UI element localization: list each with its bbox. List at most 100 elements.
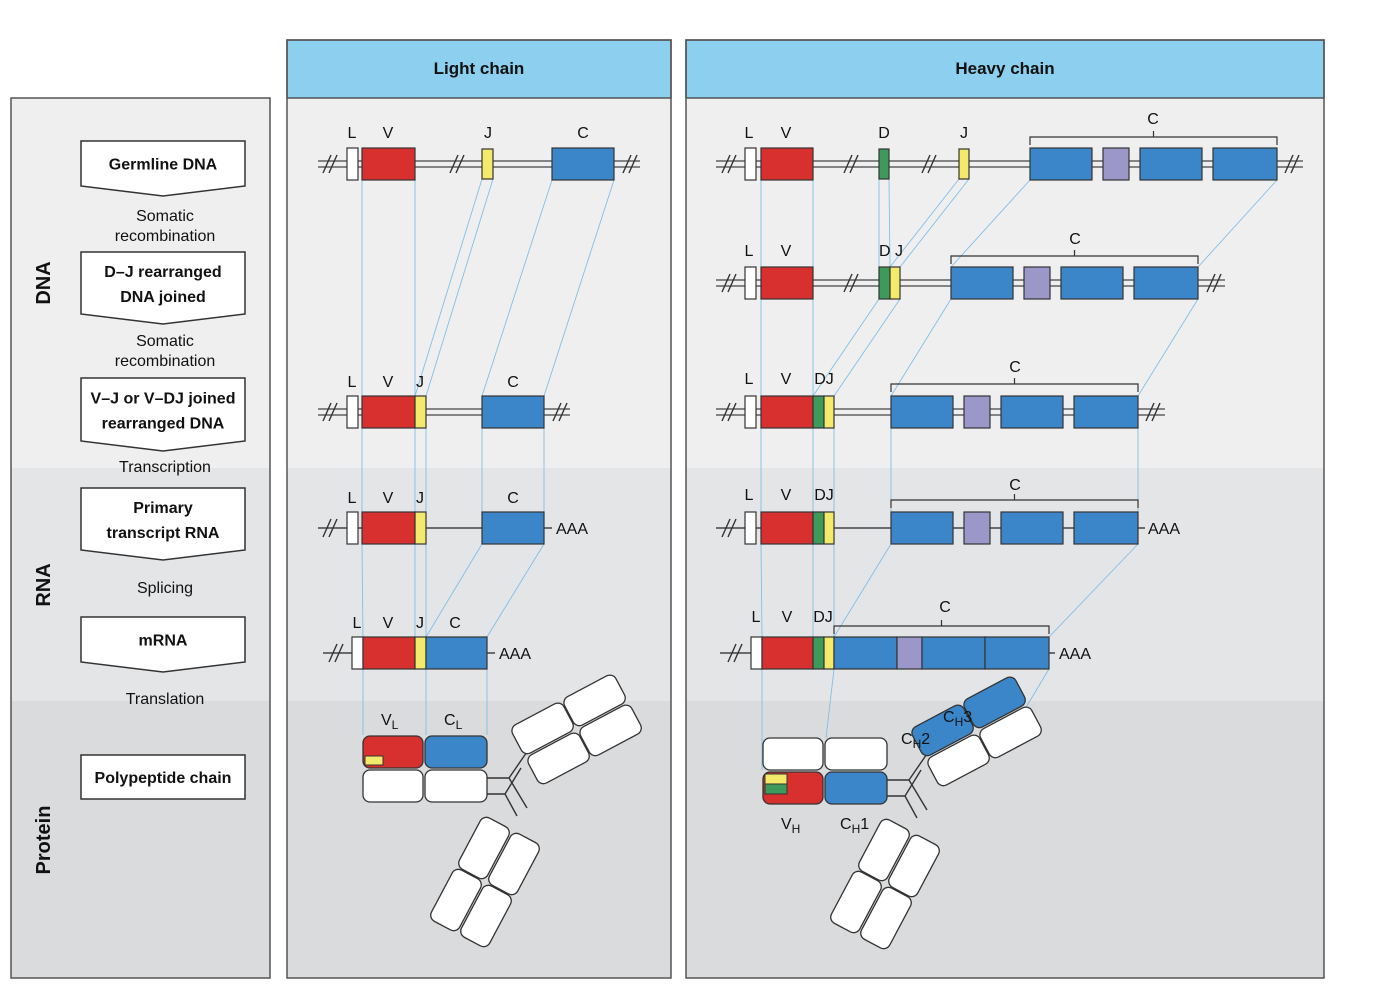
arm-domain xyxy=(430,868,482,932)
break-mark xyxy=(328,518,338,538)
guide-line xyxy=(890,298,952,397)
d-segment xyxy=(812,395,825,429)
label-ch1: CH1 xyxy=(840,816,869,836)
break-mark xyxy=(328,643,338,663)
c-exon xyxy=(1212,147,1278,181)
v-segment xyxy=(361,511,416,545)
c-exon xyxy=(890,395,954,429)
hinge-exon xyxy=(1023,266,1051,300)
arm-domain xyxy=(579,704,642,757)
label-c: C xyxy=(1009,477,1021,494)
leader-exon xyxy=(346,511,359,545)
label-j: J xyxy=(416,615,424,632)
c-exon xyxy=(1139,147,1203,181)
label-c: C xyxy=(577,125,589,142)
v-segment xyxy=(362,636,416,670)
break-mark xyxy=(558,402,568,422)
step-box-5: mRNA xyxy=(80,616,246,673)
label-c: C xyxy=(1147,111,1159,128)
j-segment xyxy=(823,511,835,545)
break-mark xyxy=(1212,273,1222,293)
heavy-chain-title: Heavy chain xyxy=(955,59,1054,78)
step-label: transcript RNA xyxy=(107,525,220,542)
step-label: V–J or V–DJ joined xyxy=(91,391,236,408)
break-mark xyxy=(334,643,344,663)
c-segment xyxy=(551,147,615,181)
poly-a-tail: AAA xyxy=(1148,521,1180,538)
arm-domain xyxy=(888,834,940,898)
side-label-rna: RNA xyxy=(33,563,55,606)
label-v: V xyxy=(383,374,394,391)
light-panel-frame xyxy=(286,39,672,979)
c-bracket xyxy=(890,378,1139,392)
label-ch2: CH2 xyxy=(901,731,930,751)
break-mark xyxy=(322,154,332,174)
side-label-dna: DNA xyxy=(33,261,55,304)
ch1-domain xyxy=(824,771,888,805)
guide-line xyxy=(361,543,364,638)
break-mark xyxy=(322,402,332,422)
arm-domain xyxy=(860,886,912,950)
label-d: D xyxy=(878,125,890,142)
process-label: Somatic xyxy=(136,333,194,350)
upper-arm-domains xyxy=(511,674,642,785)
d-segment xyxy=(878,148,890,180)
guide-line xyxy=(950,179,1031,268)
break-mark xyxy=(552,402,562,422)
c-bracket xyxy=(833,620,1050,634)
c-exon xyxy=(1060,266,1124,300)
v-segment xyxy=(760,395,814,429)
break-mark xyxy=(1151,402,1161,422)
break-mark xyxy=(843,154,853,174)
guide-line xyxy=(414,178,483,397)
side-label-protein: Protein xyxy=(33,806,55,875)
v-segment xyxy=(760,147,814,181)
hinge-region xyxy=(887,747,932,819)
label-l: L xyxy=(745,371,754,388)
label-d-j: D J xyxy=(879,243,903,260)
d-segment xyxy=(812,636,825,670)
j-segment xyxy=(823,636,835,670)
v-segment xyxy=(361,395,416,429)
d-segment xyxy=(812,511,825,545)
c-bracket xyxy=(1029,131,1278,145)
break-mark xyxy=(328,402,338,422)
process-label: recombination xyxy=(115,228,216,245)
c-segment xyxy=(425,636,488,670)
step-label: Polypeptide chain xyxy=(95,770,232,787)
c-exon xyxy=(950,266,1014,300)
step-box-1: Germline DNA xyxy=(80,140,246,197)
hinge-exon xyxy=(1102,147,1130,181)
light-chain-constant xyxy=(824,737,888,771)
guide-line xyxy=(543,179,615,397)
arm-domain xyxy=(527,732,590,785)
label-l: L xyxy=(745,125,754,142)
v-segment xyxy=(361,147,416,181)
c-bracket xyxy=(890,494,1139,508)
c-exon xyxy=(1000,511,1064,545)
break-mark xyxy=(927,154,937,174)
left-panel-frame xyxy=(10,97,271,979)
leader-exon xyxy=(744,266,757,300)
arm-domain xyxy=(858,818,910,882)
label-c: C xyxy=(449,615,461,632)
label-v: V xyxy=(781,125,792,142)
arm-domain xyxy=(563,674,626,727)
break-mark xyxy=(727,643,737,663)
label-v: V xyxy=(781,487,792,504)
c-exon xyxy=(921,636,986,670)
leader-exon xyxy=(744,395,757,429)
hinge-exon xyxy=(963,511,991,545)
label-v: V xyxy=(782,609,793,626)
leader-exon xyxy=(346,395,359,429)
break-mark xyxy=(921,154,931,174)
j-region xyxy=(364,755,384,766)
label-l: L xyxy=(752,609,761,626)
